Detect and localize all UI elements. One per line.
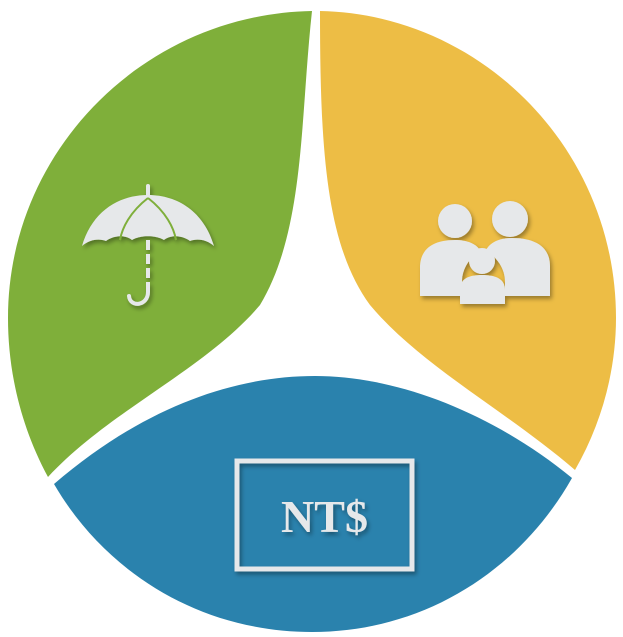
family-icon bbox=[420, 201, 550, 304]
segment-blue bbox=[54, 376, 572, 632]
segment-yellow bbox=[320, 11, 616, 470]
umbrella-icon bbox=[82, 184, 214, 306]
currency-frame-icon: NT$ bbox=[234, 458, 415, 572]
currency-label: NT$ bbox=[281, 491, 368, 542]
segment-green bbox=[8, 11, 312, 477]
